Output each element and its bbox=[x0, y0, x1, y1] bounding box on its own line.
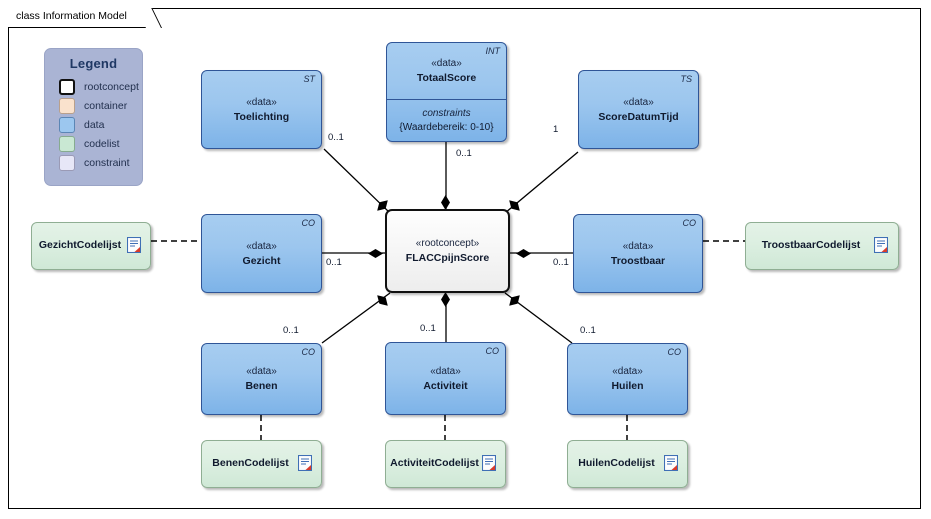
node-stereotype-scoredatumtijd: «data» bbox=[623, 96, 654, 108]
node-name-scoredatumtijd: ScoreDatumTijd bbox=[598, 110, 679, 123]
node-name-benen: Benen bbox=[245, 380, 278, 392]
node-tag-scoredatumtijd: TS bbox=[680, 74, 692, 84]
node-body-benen: «data» Benen bbox=[202, 344, 321, 414]
node-name-gezicht: Gezicht bbox=[242, 254, 281, 267]
document-icon bbox=[482, 455, 496, 471]
legend-swatch-container bbox=[59, 97, 75, 114]
legend-label-codelist: codelist bbox=[84, 137, 120, 150]
legend-swatch-codelist bbox=[59, 135, 75, 152]
legend-label-container: container bbox=[84, 99, 128, 112]
legend-label-data: data bbox=[84, 118, 105, 131]
class-node-flaccpijnscore[interactable]: «rootconcept» FLACCpijnScore bbox=[385, 209, 510, 293]
legend-rows: rootconcept container data codelist cons… bbox=[45, 71, 142, 172]
node-name-activiteit: Activiteit bbox=[423, 379, 468, 392]
class-node-huilen[interactable]: CO «data» Huilen bbox=[567, 343, 688, 415]
legend-item-data: data bbox=[59, 115, 142, 134]
document-icon bbox=[127, 237, 141, 253]
legend-swatch-data bbox=[59, 116, 75, 133]
codelist-label-benencodelijst: BenenCodelijst bbox=[212, 457, 289, 469]
node-tag-benen: CO bbox=[301, 347, 316, 357]
node-body-totaalscore: «data» TotaalScore bbox=[387, 43, 506, 99]
node-tag-totaalscore: INT bbox=[485, 46, 501, 56]
legend-panel: Legend rootconcept container data codeli… bbox=[44, 48, 143, 186]
node-body-activiteit: «data» Activiteit bbox=[386, 343, 505, 414]
legend-swatch-rootconcept bbox=[59, 78, 75, 95]
codelist-label-troostbaarcodelijst: TroostbaarCodelijst bbox=[761, 239, 861, 251]
node-body-gezicht: «data» Gezicht bbox=[202, 215, 321, 292]
aggregation-diamond-activiteit bbox=[441, 292, 450, 307]
legend-item-container: container bbox=[59, 96, 142, 115]
node-name-toelichting: Toelichting bbox=[233, 110, 290, 123]
node-tag-huilen: CO bbox=[667, 347, 682, 357]
diagram-frame bbox=[8, 8, 921, 509]
legend-item-constraint: constraint bbox=[59, 153, 142, 172]
codelist-node-gezichtcodelijst[interactable]: GezichtCodelijst bbox=[31, 222, 151, 270]
compartment-separator-totaalscore bbox=[387, 99, 506, 100]
node-body-troostbaar: «data» Troostbaar bbox=[574, 215, 702, 292]
node-body-flaccpijnscore: «rootconcept» FLACCpijnScore bbox=[387, 211, 508, 291]
node-stereotype-benen: «data» bbox=[246, 366, 277, 377]
multiplicity-huilen: 0..1 bbox=[580, 325, 596, 336]
multiplicity-activiteit: 0..1 bbox=[420, 323, 436, 334]
node-stereotype-activiteit: «data» bbox=[430, 365, 461, 377]
codelist-node-troostbaarcodelijst[interactable]: TroostbaarCodelijst bbox=[745, 222, 899, 270]
class-node-gezicht[interactable]: CO «data» Gezicht bbox=[201, 214, 322, 293]
multiplicity-totaalscore: 0..1 bbox=[456, 148, 472, 159]
node-body-huilen: «data» Huilen bbox=[568, 344, 687, 414]
node-body-scoredatumtijd: «data» ScoreDatumTijd bbox=[579, 71, 698, 148]
class-node-toelichting[interactable]: ST «data» Toelichting bbox=[201, 70, 322, 149]
node-stereotype-gezicht: «data» bbox=[246, 240, 277, 252]
legend-item-rootconcept: rootconcept bbox=[59, 77, 142, 96]
constraints-value-totaalscore: {Waardebereik: 0-10} bbox=[399, 121, 494, 133]
node-name-totaalscore: TotaalScore bbox=[416, 72, 477, 84]
node-stereotype-huilen: «data» bbox=[612, 366, 643, 377]
node-tag-toelichting: ST bbox=[303, 74, 315, 84]
node-tag-gezicht: CO bbox=[301, 218, 316, 228]
constraints-compartment-totaalscore: constraints {Waardebereik: 0-10} bbox=[387, 100, 506, 141]
class-node-activiteit[interactable]: CO «data» Activiteit bbox=[385, 342, 506, 415]
multiplicity-scoredatumtijd: 1 bbox=[553, 124, 559, 135]
node-stereotype-totaalscore: «data» bbox=[431, 58, 462, 69]
node-stereotype-troostbaar: «data» bbox=[622, 240, 654, 252]
document-icon bbox=[874, 237, 888, 253]
frame-title-label: class Information Model bbox=[16, 10, 127, 22]
aggregation-diamond-totaalscore bbox=[441, 195, 450, 210]
codelist-label-huilencodelijst: HuilenCodelijst bbox=[578, 457, 655, 469]
class-node-benen[interactable]: CO «data» Benen bbox=[201, 343, 322, 415]
multiplicity-toelichting: 0..1 bbox=[328, 132, 344, 143]
codelist-node-activiteitcodelijst[interactable]: ActiviteitCodelijst bbox=[385, 440, 506, 488]
node-name-troostbaar: Troostbaar bbox=[610, 254, 666, 267]
constraints-title-totaalscore: constraints bbox=[422, 107, 471, 119]
node-stereotype-toelichting: «data» bbox=[246, 96, 277, 108]
codelist-label-activiteitcodelijst: ActiviteitCodelijst bbox=[390, 457, 479, 469]
class-node-troostbaar[interactable]: CO «data» Troostbaar bbox=[573, 214, 703, 293]
legend-label-rootconcept: rootconcept bbox=[84, 80, 139, 93]
multiplicity-troostbaar: 0..1 bbox=[553, 257, 569, 268]
class-node-totaalscore[interactable]: INT «data» TotaalScore constraints {Waar… bbox=[386, 42, 507, 142]
frame-title-tab: class Information Model bbox=[8, 8, 150, 28]
node-tag-troostbaar: CO bbox=[682, 218, 697, 228]
legend-item-codelist: codelist bbox=[59, 134, 142, 153]
class-node-scoredatumtijd[interactable]: TS «data» ScoreDatumTijd bbox=[578, 70, 699, 149]
document-icon bbox=[664, 455, 678, 471]
multiplicity-benen: 0..1 bbox=[283, 325, 299, 336]
node-tag-activiteit: CO bbox=[485, 346, 500, 356]
legend-title: Legend bbox=[69, 56, 118, 71]
node-name-flaccpijnscore: FLACCpijnScore bbox=[405, 252, 490, 264]
legend-swatch-constraint bbox=[59, 154, 75, 171]
node-name-huilen: Huilen bbox=[611, 380, 644, 392]
codelist-node-huilencodelijst[interactable]: HuilenCodelijst bbox=[567, 440, 688, 488]
document-icon bbox=[298, 455, 312, 471]
codelist-node-benencodelijst[interactable]: BenenCodelijst bbox=[201, 440, 322, 488]
multiplicity-gezicht: 0..1 bbox=[326, 257, 342, 268]
node-body-toelichting: «data» Toelichting bbox=[202, 71, 321, 148]
codelist-label-gezichtcodelijst: GezichtCodelijst bbox=[38, 239, 122, 251]
node-stereotype-flaccpijnscore: «rootconcept» bbox=[415, 238, 480, 249]
legend-label-constraint: constraint bbox=[84, 156, 130, 169]
